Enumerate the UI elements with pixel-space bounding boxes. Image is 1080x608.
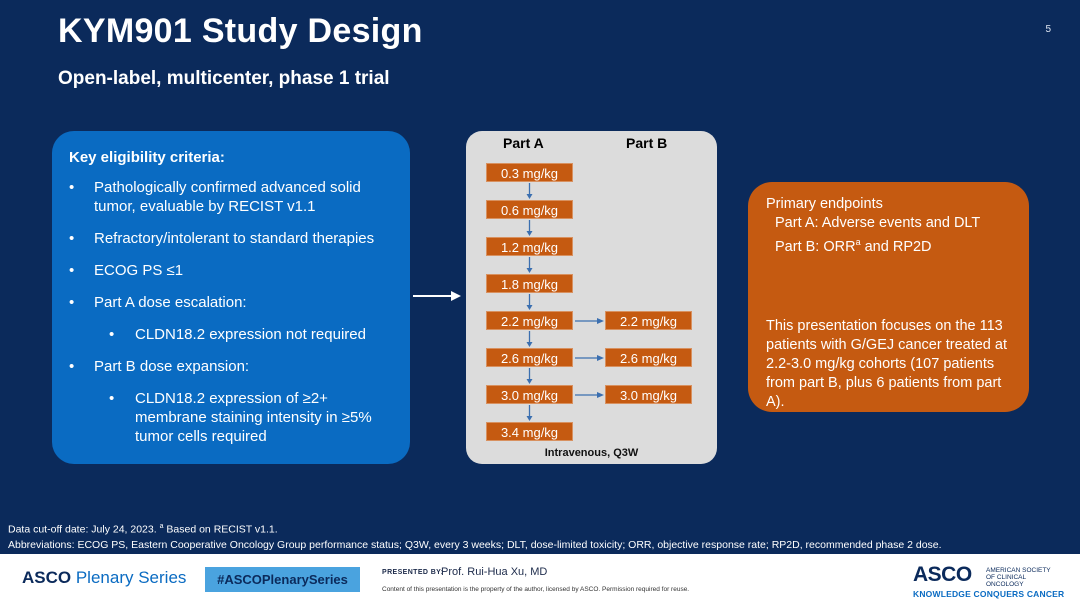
part-a-dose-box: 2.2 mg/kg [486,311,573,330]
criteria-item: Part B dose expansion: [69,357,396,376]
eligibility-criteria-box: Key eligibility criteria: Pathologically… [52,131,410,464]
part-b-dose-box: 2.2 mg/kg [605,311,692,330]
down-arrow-head-icon [526,379,533,384]
down-arrow-head-icon [526,342,533,347]
presented-by-label: PRESENTED BY: [382,569,444,576]
down-arrow-head-icon [526,231,533,236]
right-arrow-head-icon [597,318,604,324]
endpoint-part-a: Part A: Adverse events and DLT [775,215,981,231]
asco-logo: ASCO AMERICAN SOCIETY OF CLINICAL ONCOLO… [913,563,1065,603]
footer-bar: ASCO Plenary Series #ASCOPlenarySeries P… [0,554,1080,608]
presenter-name: Prof. Rui-Hua Xu, MD [441,566,548,578]
part-a-dose-box: 1.2 mg/kg [486,237,573,256]
asco-logo-word: ASCO [913,563,972,586]
dose-schema-panel: Part A Part B Intravenous, Q3W 0.3 mg/kg… [466,131,717,464]
endpoint-part-b-suffix: and RP2D [860,238,932,255]
endpoint-part-b: Part B: ORRa and RP2D [766,233,1011,257]
part-a-dose-box: 2.6 mg/kg [486,348,573,367]
down-arrow-head-icon [526,305,533,310]
footnotes: Data cut-off date: July 24, 2023. a Base… [8,519,942,553]
hashtag-badge: #ASCOPlenarySeries [205,567,360,592]
criteria-subitem: CLDN18.2 expression not required [69,325,396,344]
criteria-item: ECOG PS ≤1 [69,261,396,280]
dose-flow-arrows [526,183,604,421]
part-a-dose-box: 3.0 mg/kg [486,385,573,404]
footnote-line-1-prefix: Data cut-off date: July 24, 2023. [8,523,160,536]
legal-notice: Content of this presentation is the prop… [382,586,690,593]
criteria-item: Part A dose escalation: [69,293,396,312]
route-label: Intravenous, Q3W [544,447,639,459]
page-number: 5 [1045,24,1051,35]
logo-series-text: Plenary Series [71,568,187,587]
asco-tagline: KNOWLEDGE CONQUERS CANCER [913,589,1065,599]
footnote-marker: a [855,237,861,247]
part-a-dose-box: 1.8 mg/kg [486,274,573,293]
down-arrow-head-icon [526,268,533,273]
down-arrow-head-icon [526,416,533,421]
slide-subtitle: Open-label, multicenter, phase 1 trial [58,68,390,89]
abbreviations: Abbreviations: ECOG PS, Eastern Cooperat… [8,538,942,551]
primary-endpoints-box: Primary endpoints Part A: Adverse events… [748,182,1029,412]
criteria-list: Pathologically confirmed advanced solid … [69,178,396,446]
right-arrow-head-icon [597,355,604,361]
part-b-dose-box: 2.6 mg/kg [605,348,692,367]
part-a-dose-box: 3.4 mg/kg [486,422,573,441]
footnote-line-1: Data cut-off date: July 24, 2023. a Base… [8,519,942,538]
right-arrow-icon [413,291,461,301]
asco-plenary-series-logo: ASCO Plenary Series [22,568,186,588]
part-b-dose-box: 3.0 mg/kg [605,385,692,404]
endpoints-heading: Primary endpoints [766,196,883,212]
criteria-heading: Key eligibility criteria: [69,149,225,166]
part-b-label: Part B [626,135,668,151]
down-arrow-head-icon [526,194,533,199]
criteria-subitem: CLDN18.2 expression of ≥2+ membrane stai… [69,389,396,446]
part-a-label: Part A [503,135,544,151]
part-a-dose-box: 0.6 mg/kg [486,200,573,219]
criteria-item: Pathologically confirmed advanced solid … [69,178,396,216]
part-a-dose-box: 0.3 mg/kg [486,163,573,182]
footnote-line-1-suffix: Based on RECIST v1.1. [163,523,278,536]
right-arrow-head-icon [597,392,604,398]
slide-title: KYM901 Study Design [58,12,423,50]
footnote-marker: a [159,523,164,530]
population-note: This presentation focuses on the 113 pat… [766,317,1007,410]
endpoint-part-b-prefix: Part B: ORR [775,238,856,255]
logo-asco-text: ASCO [22,568,72,587]
criteria-item: Refractory/intolerant to standard therap… [69,229,396,248]
asco-society-name: AMERICAN SOCIETY OF CLINICAL ONCOLOGY [986,567,1051,588]
